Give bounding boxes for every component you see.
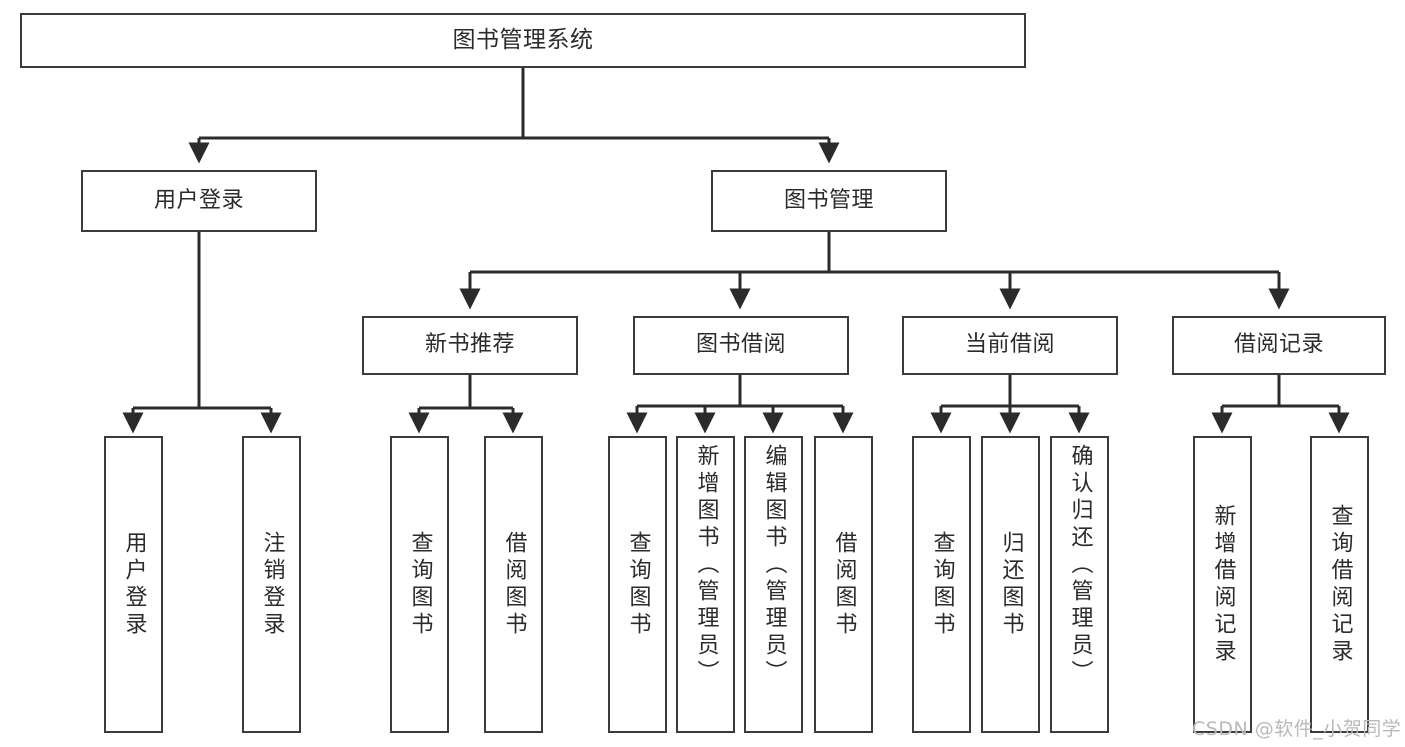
node-label: 用户登录 [121,530,147,639]
node-label: 图书管理 [783,187,874,213]
leaf-new-book-borrow[interactable]: 借阅图书 [484,436,543,733]
leaf-current-return-book[interactable]: 归还图书 [981,436,1040,733]
node-label: 图书借阅 [695,332,786,358]
csdn-watermark: CSDN @软件_小贺同学 [1192,718,1402,740]
node-new-book-recommend[interactable]: 新书推荐 [362,316,578,375]
node-label: 查询图书 [407,530,433,639]
leaf-borrow-edit-book-admin[interactable]: 编辑图书（管理员） [744,436,803,733]
node-user-login[interactable]: 用户登录 [81,170,317,232]
node-label: 新增借阅记录 [1210,503,1236,666]
leaf-current-confirm-return-admin[interactable]: 确认归还（管理员） [1050,436,1109,733]
node-label: 确认归还（管理员） [1067,444,1093,687]
leaf-borrow-borrow-book[interactable]: 借阅图书 [814,436,873,733]
leaf-record-query-record[interactable]: 查询借阅记录 [1310,436,1369,733]
node-label: 查询图书 [625,530,651,639]
node-label: 查询借阅记录 [1327,503,1353,666]
node-book-borrow[interactable]: 图书借阅 [633,316,849,375]
leaf-user-login-login[interactable]: 用户登录 [104,436,163,733]
leaf-borrow-add-book-admin[interactable]: 新增图书（管理员） [676,436,735,733]
leaf-new-book-query[interactable]: 查询图书 [390,436,449,733]
node-label: 查询图书 [929,530,955,639]
node-label: 新书推荐 [424,332,515,358]
node-label: 注销登录 [259,530,285,639]
node-label: 新增图书（管理员） [693,444,719,687]
node-root-system[interactable]: 图书管理系统 [20,13,1026,68]
leaf-record-add-record[interactable]: 新增借阅记录 [1193,436,1252,733]
leaf-user-login-logout[interactable]: 注销登录 [242,436,301,733]
node-label: 图书管理系统 [452,27,594,54]
node-label: 借阅图书 [831,530,857,639]
node-label: 用户登录 [153,187,244,213]
node-label: 借阅图书 [501,530,527,639]
node-borrow-record[interactable]: 借阅记录 [1172,316,1386,375]
leaf-borrow-query-book[interactable]: 查询图书 [608,436,667,733]
leaf-current-query-book[interactable]: 查询图书 [912,436,971,733]
node-label: 借阅记录 [1233,332,1324,358]
node-label: 当前借阅 [964,332,1055,358]
node-current-borrow[interactable]: 当前借阅 [902,316,1118,375]
node-label: 归还图书 [998,530,1024,639]
node-label: 编辑图书（管理员） [761,444,787,687]
node-book-management[interactable]: 图书管理 [711,170,947,232]
